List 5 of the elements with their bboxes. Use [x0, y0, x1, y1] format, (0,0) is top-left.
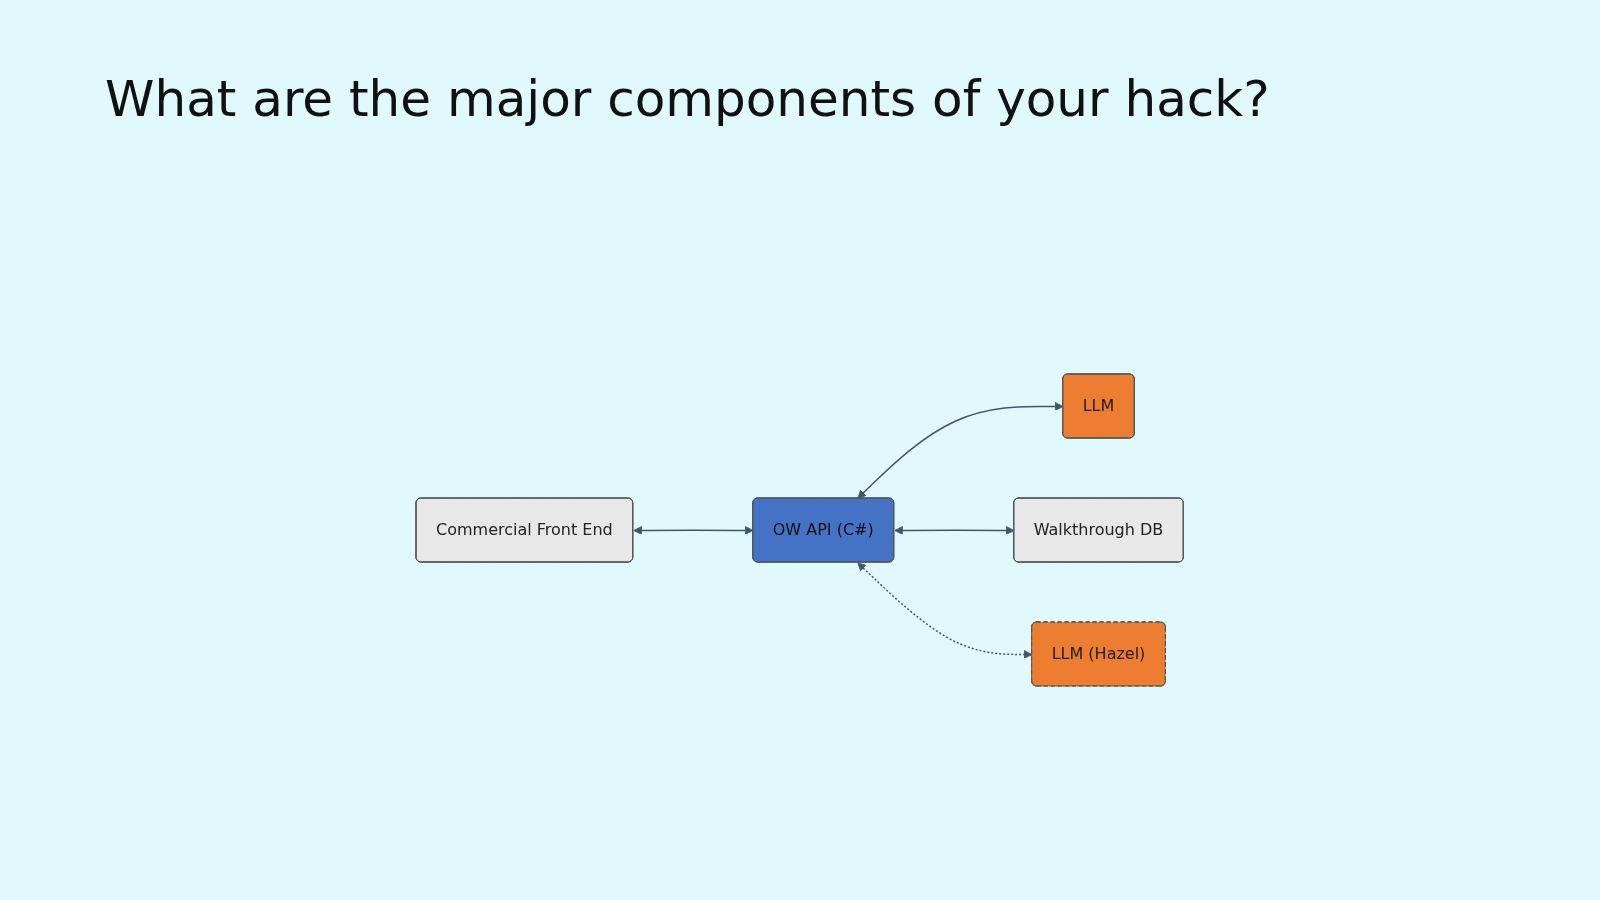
arrow — [894, 526, 1015, 535]
arrow — [857, 562, 1033, 659]
slide-title: What are the major components of your hack? — [105, 70, 1270, 128]
arrow — [633, 526, 754, 535]
arrow — [857, 402, 1064, 499]
